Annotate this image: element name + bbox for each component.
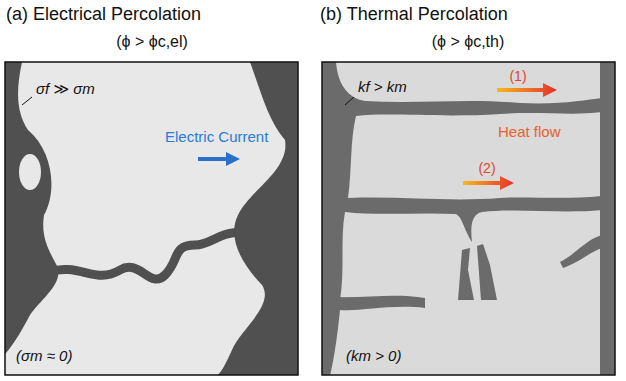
matrix-island — [19, 154, 41, 190]
matrix-label: (σm ≈ 0) — [14, 347, 74, 364]
conductivity-label: σf ≫ σm — [34, 80, 97, 97]
heat-arrow — [497, 83, 557, 97]
filler-region — [322, 296, 425, 375]
panel-condition: (ϕ > ϕc,th) — [430, 33, 507, 51]
filler-region — [600, 62, 615, 375]
filler-region — [560, 235, 602, 268]
filler-fragment — [458, 248, 474, 300]
panel-condition: (ϕ > ϕc,el) — [114, 33, 190, 51]
leader-line — [345, 97, 354, 105]
panel-heading: (b) Thermal Percolation — [318, 4, 510, 25]
filler-region — [5, 62, 58, 360]
conductivity-label: kf > km — [356, 78, 409, 95]
flow-label: Heat flow — [496, 123, 563, 140]
heat-arrow — [463, 176, 514, 190]
leader-line — [22, 97, 32, 105]
current-arrow — [198, 152, 240, 166]
filler-region — [322, 62, 602, 300]
panel-border — [322, 62, 615, 375]
matrix-label: (km > 0) — [344, 347, 403, 364]
thermal-panel — [322, 62, 615, 375]
panel-border — [5, 62, 298, 375]
filler-fragment — [477, 244, 497, 300]
panel-heading: (a) Electrical Percolation — [4, 4, 203, 25]
callout-number: (2) — [476, 160, 497, 176]
flow-label: Electric Current — [163, 128, 270, 145]
callout-number: (1) — [507, 68, 528, 84]
filler-channel — [48, 232, 244, 279]
filler-region — [215, 62, 298, 375]
electrical-panel — [5, 62, 298, 375]
